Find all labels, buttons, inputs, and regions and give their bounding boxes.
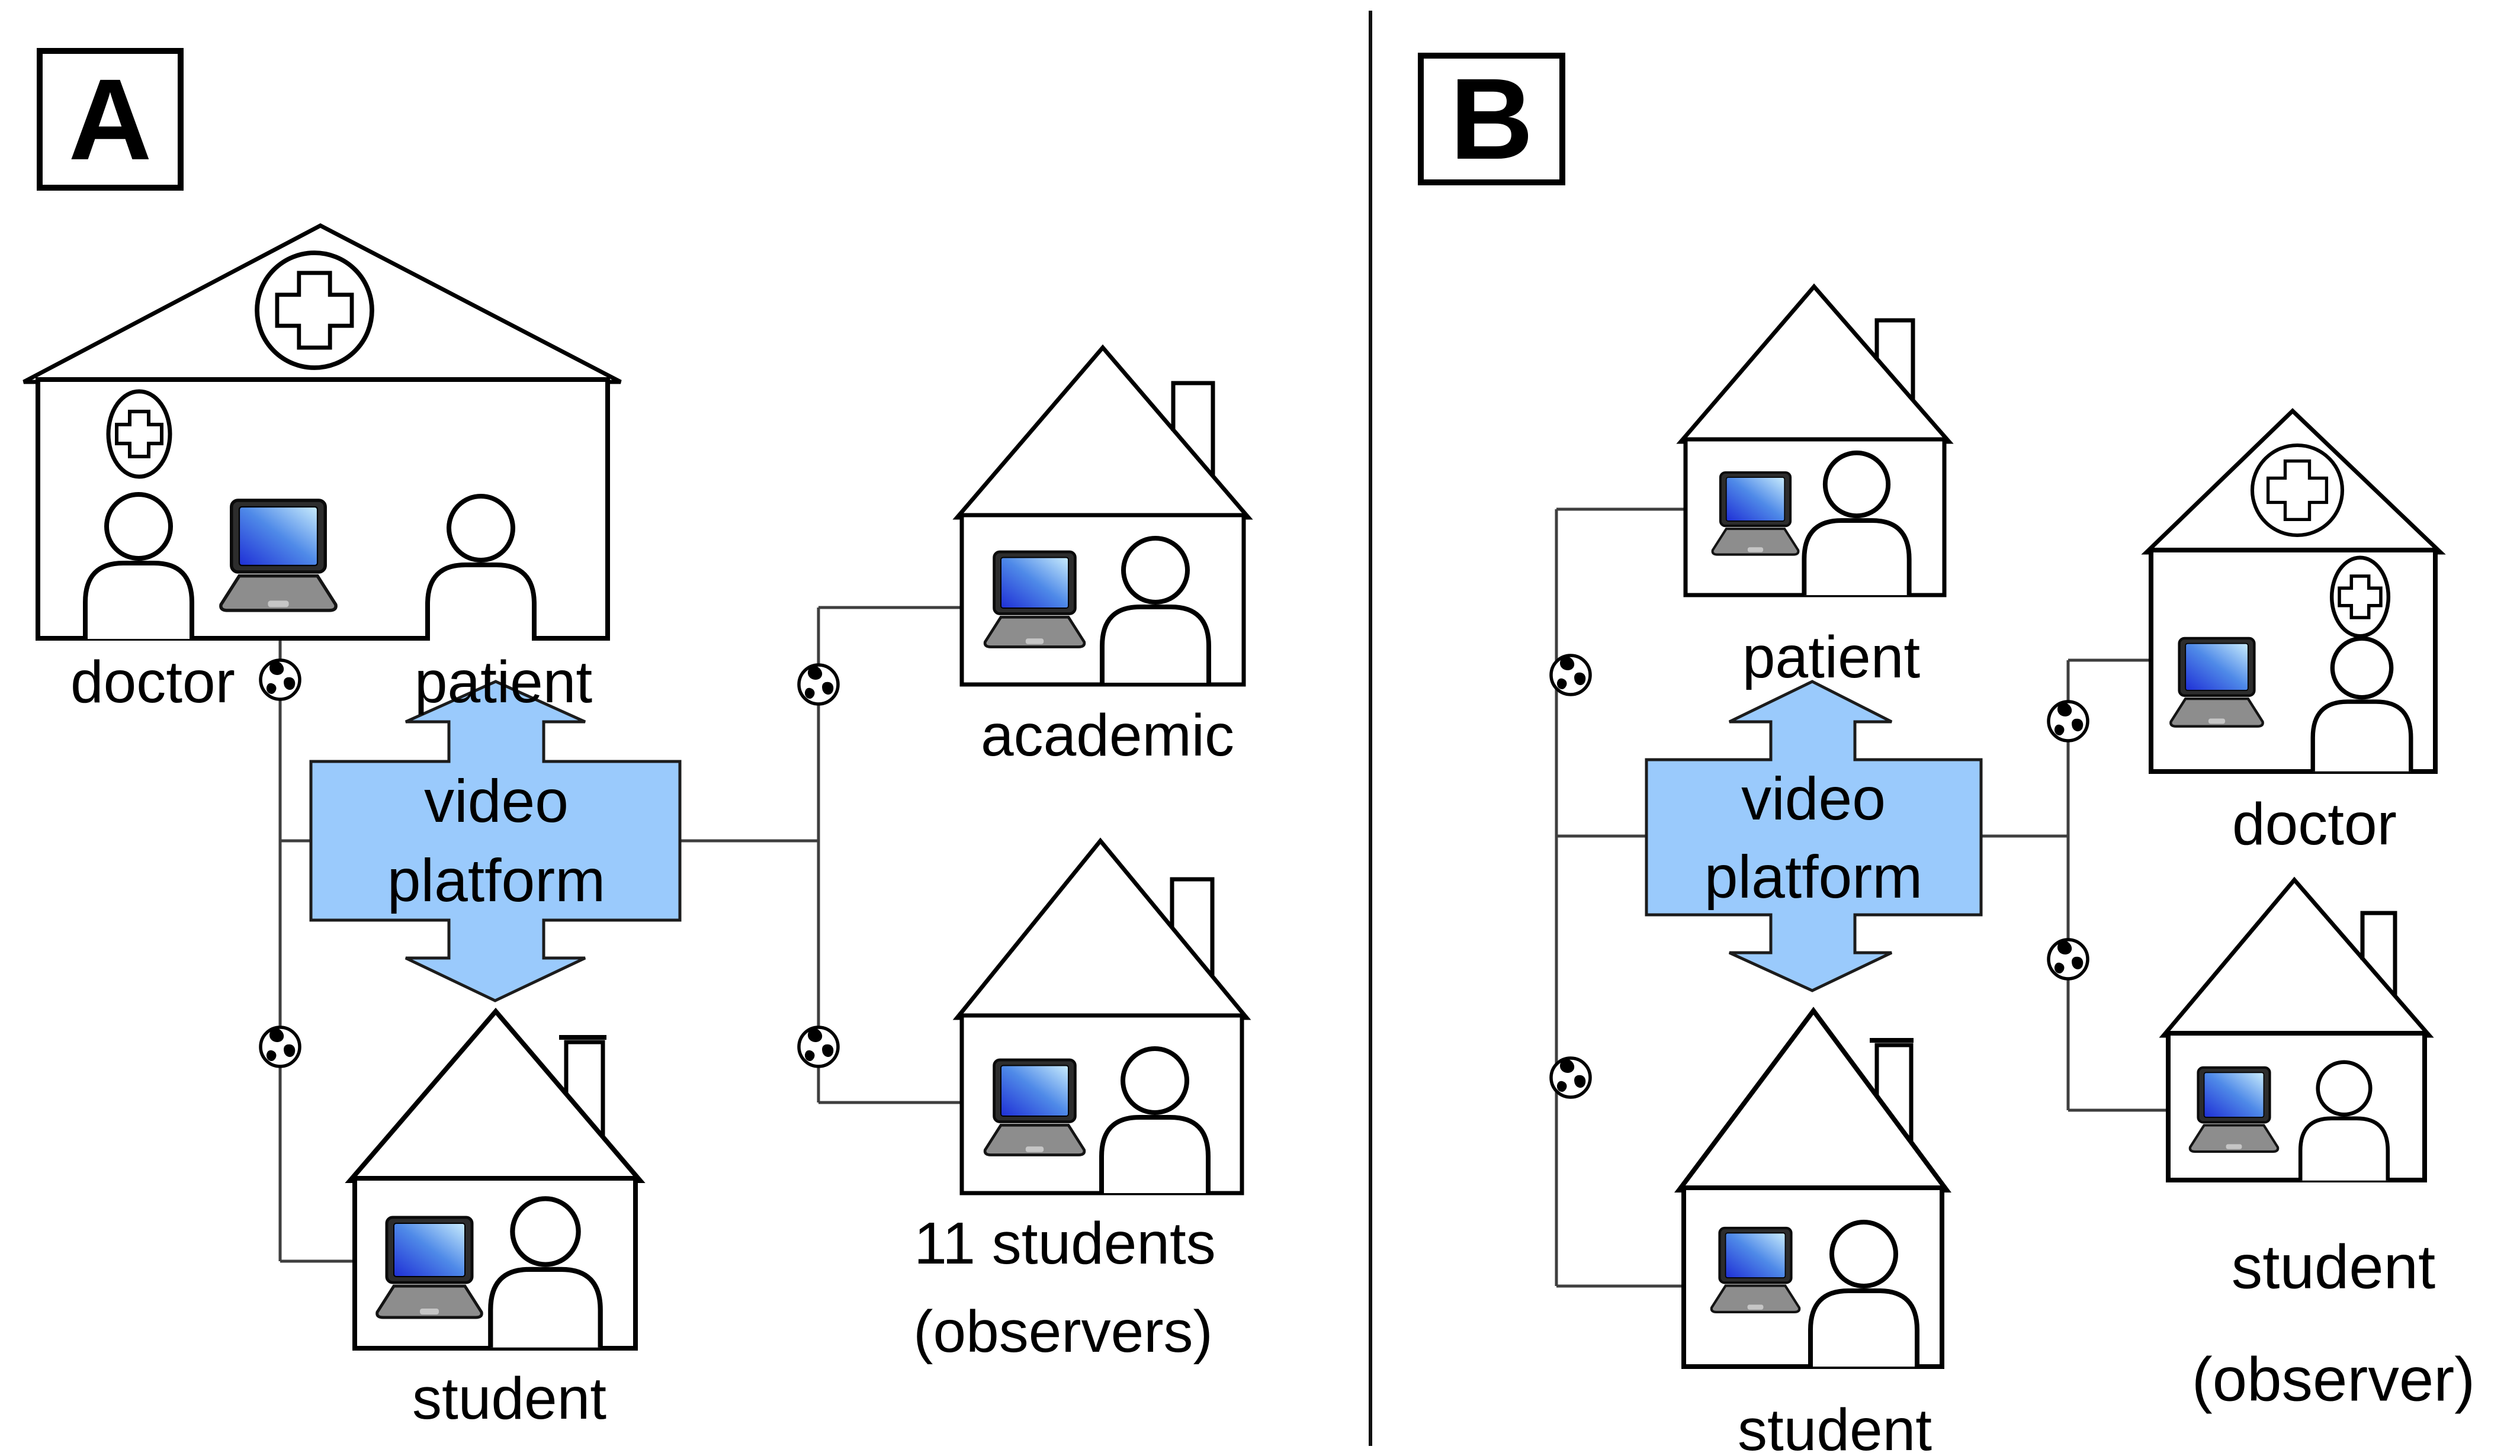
laptop-icon [1712,1228,1799,1312]
student-house-b [1674,1007,1951,1369]
video-platform-shape [309,680,682,1002]
label-observer-line2: (observer) [2191,1345,2476,1415]
globe-icon [2049,702,2088,741]
laptop-icon [985,552,1084,647]
panel-a-artwork [23,223,1253,1351]
platform-b-label-line1: video [1741,765,1886,833]
doctor-badge-icon [2332,558,2389,636]
house-chimney [1874,1043,1914,1143]
label-patient-b: patient [1742,624,1921,690]
laptop-icon [2171,638,2262,727]
house-roof [952,344,1253,520]
students-house [952,837,1251,1193]
house-chimney [564,1040,605,1137]
label-student-a: student [412,1365,607,1432]
label-doctor-a: doctor [70,649,235,715]
doctor-badge-icon [108,391,170,477]
label-academic: academic [981,702,1234,769]
patient-house-b [1676,283,1954,595]
label-doctor-b: doctor [2232,791,2397,857]
house-roof [1676,283,1954,444]
label-observer-line1: student [2231,1232,2436,1302]
laptop-icon [1713,473,1799,555]
house-chimney [2360,911,2397,997]
house-chimney [1874,318,1915,401]
panel-a-tag: A [37,48,184,191]
medical-cross-circle-icon [257,253,372,368]
doctor-house-b [2141,408,2446,774]
globe-icon [1551,655,1590,695]
laptop-icon [377,1217,482,1317]
globe-icon [1551,1058,1590,1097]
panel-b-tag-letter: B [1450,54,1533,184]
academic-house [952,344,1253,687]
laptop-icon [985,1060,1084,1155]
house-chimney [1170,877,1215,977]
label-student-b: student [1737,1397,1932,1456]
globe-icon [2049,940,2088,979]
globe-icon [799,665,838,704]
globe-icon [799,1027,838,1066]
hospital-house [23,223,622,641]
globe-icon [261,660,300,699]
house-roof [2159,876,2434,1038]
house-roof [1674,1007,1951,1193]
medical-cross-circle-icon [2252,445,2342,535]
platform-b-label-line2: platform [1704,843,1923,911]
globe-icon [261,1027,300,1066]
laptop-icon [2190,1068,2278,1152]
panel-b-tag: B [1418,53,1565,185]
panel-b-artwork [1551,283,2446,1369]
house-chimney [1171,381,1215,477]
panel-a-tag-letter: A [68,54,152,184]
label-patient-a: patient [414,649,593,715]
label-students-line1: 11 students [914,1210,1216,1277]
label-students-line2: (observers) [913,1298,1213,1365]
observer-house-b [2159,876,2434,1181]
platform-a-label-line1: video [424,767,569,835]
student-house-a [345,1007,646,1351]
laptop-icon [221,500,336,610]
video-platform-shape [1645,680,1983,992]
platform-a-label-line2: platform [387,847,606,914]
house-roof [952,837,1251,1020]
